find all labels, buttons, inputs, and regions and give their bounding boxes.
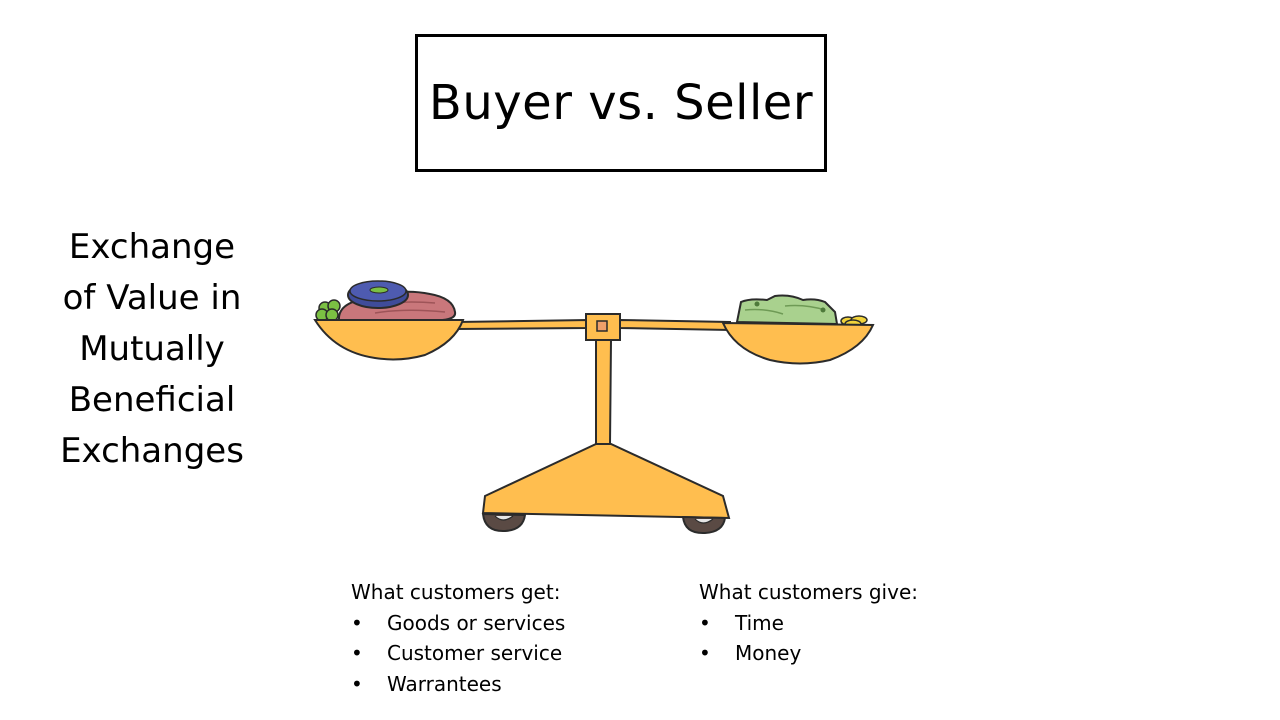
- list-item: • Warrantees: [351, 669, 565, 700]
- bullet-icon: •: [351, 671, 363, 696]
- scale-pivot-pin: [596, 320, 608, 332]
- side-heading: Exchange of Value in Mutually Beneficial…: [48, 222, 256, 477]
- title-box: Buyer vs. Seller: [415, 34, 827, 172]
- bullet-icon: •: [351, 610, 363, 635]
- list-item-label: Time: [735, 610, 784, 635]
- bullet-icon: •: [351, 641, 363, 665]
- balance-scale-icon: [313, 280, 875, 535]
- list-item: • Money: [699, 638, 918, 669]
- wheel-icon: [681, 515, 727, 535]
- customers-give-heading: What customers give:: [699, 580, 918, 604]
- list-item: • Time: [699, 608, 918, 639]
- side-heading-line: of Value in: [62, 278, 242, 318]
- money-icon: [735, 294, 839, 326]
- bullet-icon: •: [699, 641, 711, 665]
- customers-give-column: What customers give: • Time • Money: [699, 577, 918, 669]
- scale-right-pan: [721, 321, 875, 365]
- bullet-icon: •: [699, 610, 711, 635]
- peas-icon: [315, 299, 341, 322]
- customers-get-column: What customers get: • Goods or services …: [351, 577, 565, 699]
- wheel-icon: [481, 512, 527, 533]
- scale-beam: [619, 318, 731, 332]
- side-heading-line: Beneficial: [68, 380, 236, 420]
- list-item: • Customer service: [351, 638, 565, 669]
- scale-left-pan: [313, 319, 465, 361]
- side-heading-line: Exchange: [68, 227, 236, 267]
- list-item-label: Customer service: [387, 641, 563, 665]
- plate-icon: [347, 280, 409, 309]
- side-heading-line: Exchanges: [60, 431, 244, 471]
- list-item-label: Warrantees: [387, 671, 502, 696]
- customers-get-list: • Goods or services • Customer service •…: [351, 608, 565, 700]
- slide-title: Buyer vs. Seller: [428, 75, 814, 131]
- customers-get-heading: What customers get:: [351, 580, 561, 604]
- scale-beam: [454, 318, 589, 331]
- list-item-label: Goods or services: [387, 610, 566, 635]
- scale-column: [595, 339, 613, 446]
- side-heading-line: Mutually: [79, 329, 225, 369]
- scale-base: [481, 443, 731, 520]
- customers-give-list: • Time • Money: [699, 608, 918, 669]
- list-item-label: Money: [735, 641, 802, 665]
- list-item: • Goods or services: [351, 608, 565, 639]
